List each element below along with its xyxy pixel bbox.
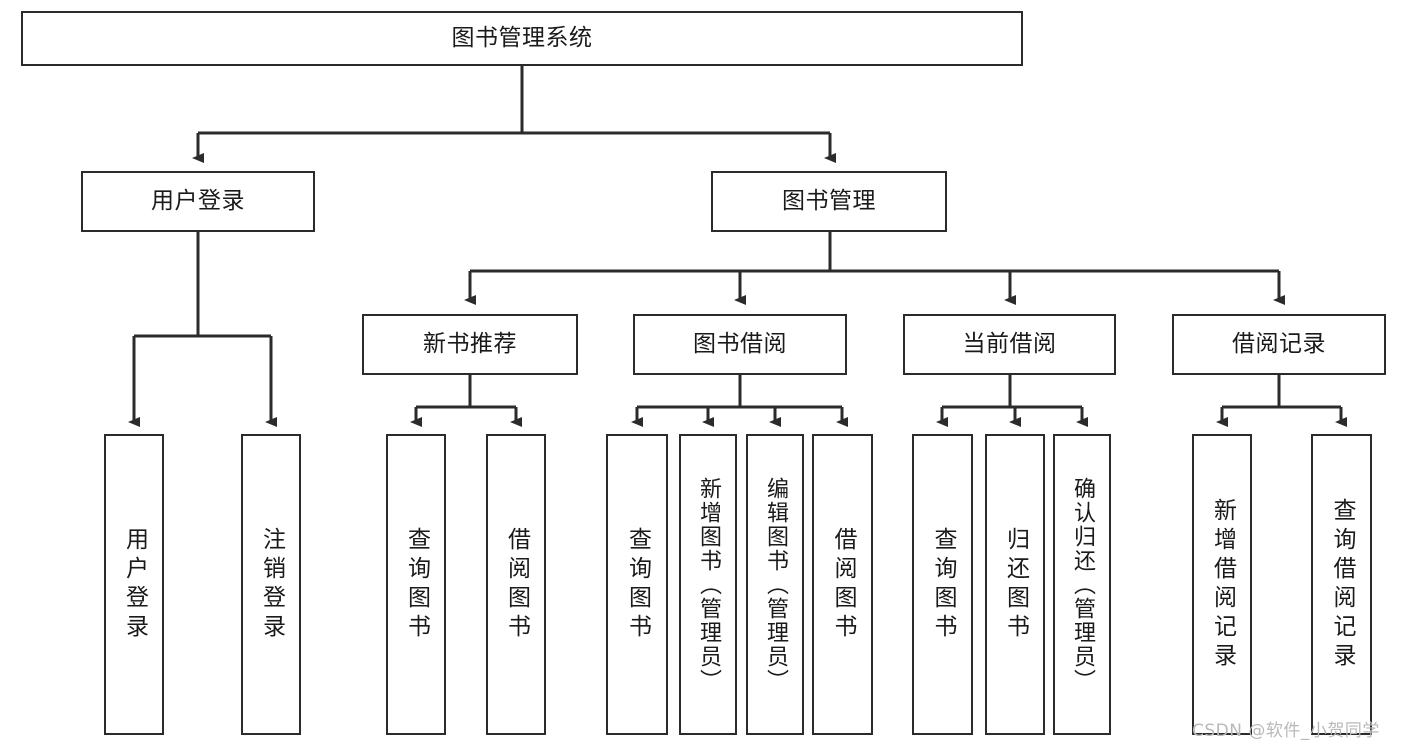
node-root[interactable]: 图书管理系统 bbox=[21, 11, 1023, 66]
leaf-query-book-recommend[interactable]: 查询图书 bbox=[386, 434, 446, 735]
node-label: 当前借阅 bbox=[962, 330, 1057, 357]
leaf-user-login[interactable]: 用户登录 bbox=[104, 434, 164, 735]
node-label: 图书借阅 bbox=[693, 330, 787, 357]
leaf-confirm-return-admin[interactable]: 确认归还（管理员） bbox=[1053, 434, 1111, 735]
node-label: 查询借阅记录 bbox=[1329, 497, 1355, 672]
leaf-logout[interactable]: 注销登录 bbox=[241, 434, 301, 735]
node-label: 查询图书 bbox=[624, 526, 651, 643]
node-user-login[interactable]: 用户登录 bbox=[81, 171, 315, 232]
node-current-borrow[interactable]: 当前借阅 bbox=[903, 314, 1116, 375]
node-book-borrow[interactable]: 图书借阅 bbox=[633, 314, 847, 375]
leaf-borrow-book-recommend[interactable]: 借阅图书 bbox=[486, 434, 546, 735]
node-label: 借阅图书 bbox=[830, 526, 856, 643]
node-label: 注销登录 bbox=[258, 526, 285, 643]
node-new-book-recommend[interactable]: 新书推荐 bbox=[362, 314, 578, 375]
node-label: 借阅图书 bbox=[503, 526, 530, 643]
node-label: 查询图书 bbox=[403, 526, 430, 643]
leaf-add-book-admin[interactable]: 新增图书（管理员） bbox=[679, 434, 737, 735]
node-label: 新书推荐 bbox=[423, 330, 517, 357]
leaf-add-borrow-record[interactable]: 新增借阅记录 bbox=[1192, 434, 1252, 735]
leaf-borrow-book[interactable]: 借阅图书 bbox=[812, 434, 873, 735]
leaf-query-borrow-record[interactable]: 查询借阅记录 bbox=[1311, 434, 1372, 735]
node-label: 借阅记录 bbox=[1232, 330, 1326, 357]
node-label: 图书管理 bbox=[782, 187, 876, 214]
node-label: 确认归还（管理员） bbox=[1070, 476, 1095, 693]
node-label: 归还图书 bbox=[1002, 526, 1029, 643]
leaf-edit-book-admin[interactable]: 编辑图书（管理员） bbox=[746, 434, 804, 735]
watermark: CSDN @软件_小贺同学 bbox=[1192, 721, 1380, 741]
leaf-return-book[interactable]: 归还图书 bbox=[985, 434, 1045, 735]
node-book-management[interactable]: 图书管理 bbox=[711, 171, 947, 232]
leaf-query-book-borrow[interactable]: 查询图书 bbox=[606, 434, 668, 735]
node-label: 新增图书（管理员） bbox=[696, 476, 721, 693]
node-borrow-records[interactable]: 借阅记录 bbox=[1172, 314, 1386, 375]
node-label: 用户登录 bbox=[121, 526, 148, 643]
node-label: 图书管理系统 bbox=[451, 24, 593, 51]
leaf-query-book-current[interactable]: 查询图书 bbox=[912, 434, 973, 735]
node-label: 查询图书 bbox=[930, 526, 956, 643]
node-label: 编辑图书（管理员） bbox=[763, 476, 788, 693]
node-label: 用户登录 bbox=[151, 187, 245, 214]
node-label: 新增借阅记录 bbox=[1209, 497, 1236, 672]
